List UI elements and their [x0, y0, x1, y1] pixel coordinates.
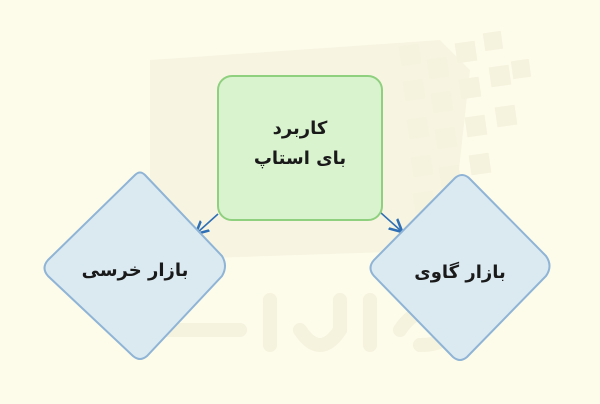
right-label: بازار گاوی: [414, 262, 506, 283]
root-node-label: کاربرد بای استاپ: [218, 114, 382, 174]
right-diamond-node: [369, 174, 551, 361]
arrow-root-to-right: [379, 211, 400, 230]
right-node-label: بازار گاوی: [380, 258, 540, 288]
root-node: [217, 75, 383, 221]
left-node-label: بازار خرسی: [55, 256, 215, 286]
left-label: بازار خرسی: [81, 260, 189, 281]
left-diamond-node: [43, 171, 226, 360]
arrow-root-to-left: [198, 213, 219, 232]
root-label-line1: کاربرد: [272, 118, 328, 139]
root-label-line2: بای استاپ: [253, 148, 347, 169]
watermark-wordmark: [143, 293, 455, 352]
